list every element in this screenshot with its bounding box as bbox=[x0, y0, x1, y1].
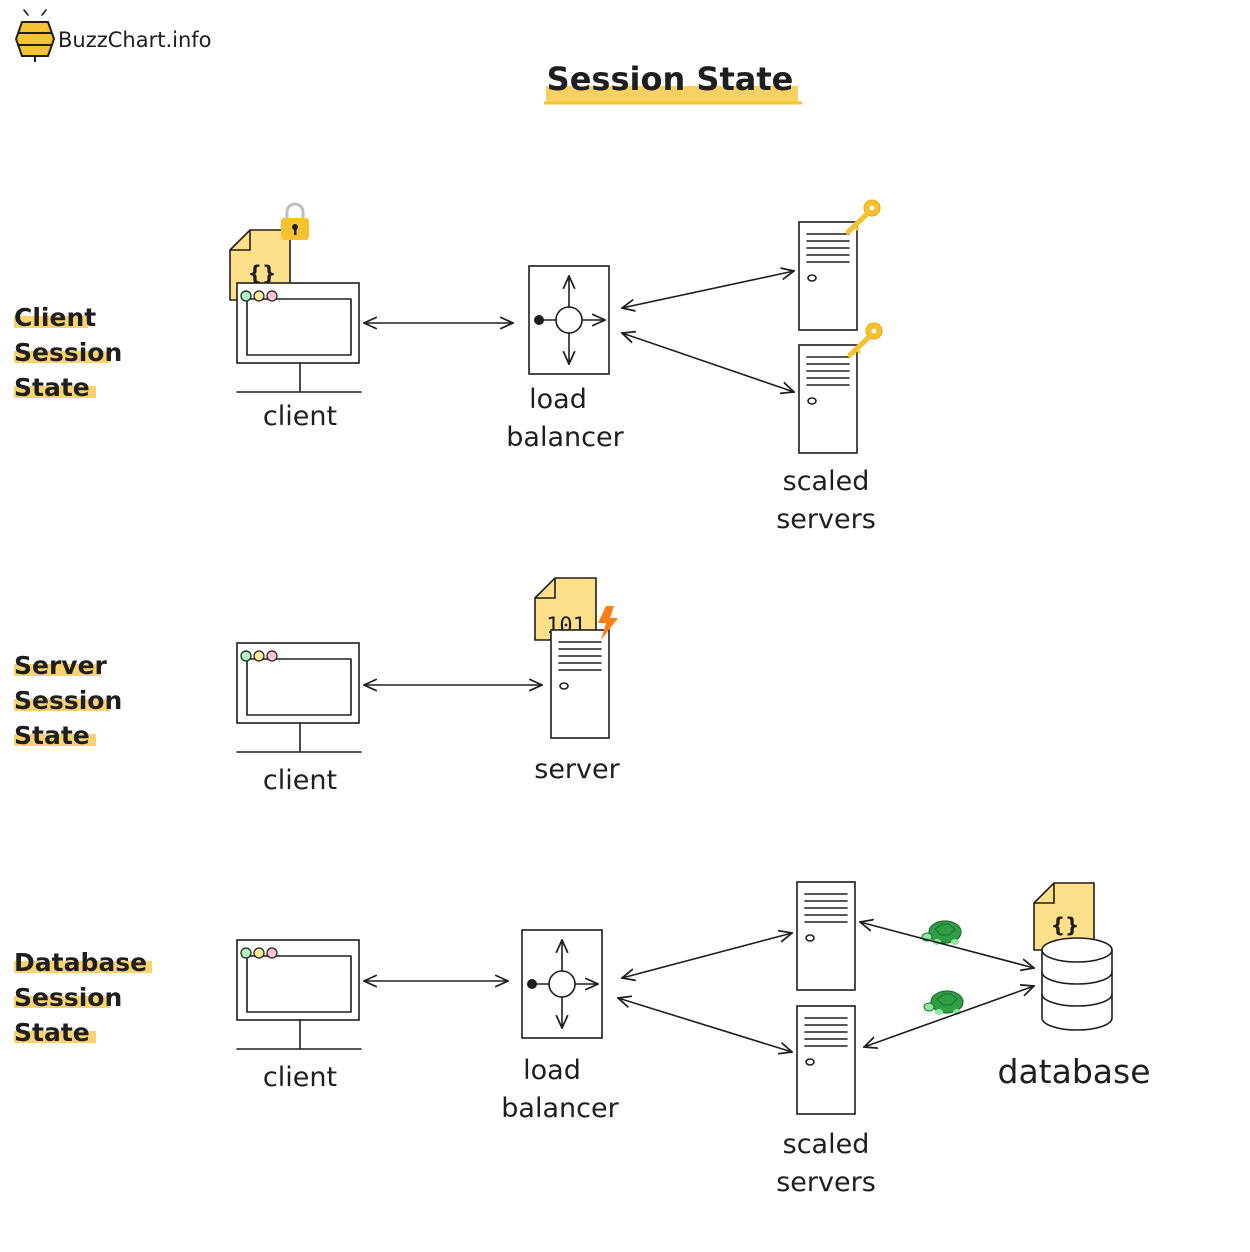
heading-line: State bbox=[14, 721, 90, 750]
lock-icon bbox=[281, 202, 309, 240]
db-file-icon: {} bbox=[1033, 882, 1095, 951]
servers-label: servers bbox=[776, 504, 876, 535]
heading-line: State bbox=[14, 1018, 90, 1047]
server-icon bbox=[798, 344, 858, 454]
key-icon bbox=[848, 200, 880, 232]
section-database-session: client load balancer scaled servers {} d… bbox=[236, 881, 1151, 1198]
section-heading-database: Database Session State bbox=[14, 948, 152, 1047]
section-client-session: {} client load balancer scaled servers bbox=[229, 200, 882, 535]
json-badge: {} bbox=[1051, 913, 1079, 937]
title-highlight bbox=[546, 86, 798, 102]
section-heading-server: Server Session State bbox=[14, 651, 122, 750]
server-icon bbox=[550, 629, 610, 739]
servers-label: scaled bbox=[783, 466, 870, 497]
heading-line: Database bbox=[14, 948, 147, 977]
section-heading-client: Client Session State bbox=[14, 303, 122, 402]
servers-label: scaled bbox=[783, 1129, 870, 1160]
turtle-icon bbox=[923, 990, 964, 1016]
json-badge: {} bbox=[248, 261, 276, 285]
lightning-icon bbox=[598, 606, 618, 640]
heading-line: Server bbox=[14, 651, 108, 680]
client-label: client bbox=[263, 401, 337, 432]
heading-line: Session bbox=[14, 983, 122, 1012]
lb-label: balancer bbox=[506, 422, 624, 453]
monitor-icon bbox=[236, 642, 362, 753]
arrow-lb-server bbox=[622, 271, 794, 308]
section-server-session: client 101 server bbox=[236, 577, 621, 796]
page-title: Session State bbox=[544, 60, 802, 105]
arrow-server-db bbox=[860, 922, 1034, 968]
monitor-icon bbox=[236, 939, 362, 1050]
arrow-lb-server bbox=[622, 333, 794, 392]
database-label: database bbox=[998, 1052, 1151, 1091]
heading-line: Session bbox=[14, 338, 122, 367]
brand-logo[interactable]: BuzzChart.info bbox=[14, 9, 212, 62]
server-icon bbox=[796, 1005, 856, 1115]
arrow-lb-server bbox=[618, 998, 792, 1052]
server-icon bbox=[798, 221, 858, 331]
lb-label: load bbox=[529, 384, 587, 415]
heading-line: Session bbox=[14, 686, 122, 715]
database-icon bbox=[1041, 937, 1113, 1031]
arrow-server-db bbox=[864, 986, 1034, 1047]
client-label: client bbox=[263, 765, 337, 796]
heading-line: Client bbox=[14, 303, 96, 332]
load-balancer-icon bbox=[529, 266, 609, 374]
client-label: client bbox=[263, 1062, 337, 1093]
turtle-icon bbox=[921, 920, 962, 946]
lb-label: balancer bbox=[501, 1093, 619, 1124]
load-balancer-icon bbox=[522, 930, 602, 1038]
servers-label: servers bbox=[776, 1167, 876, 1198]
monitor-icon bbox=[236, 282, 362, 393]
brand-name: BuzzChart.info bbox=[58, 28, 212, 52]
bee-logo-icon bbox=[14, 9, 56, 62]
arrow-lb-server bbox=[622, 933, 792, 978]
server-label: server bbox=[534, 754, 620, 785]
page-title-text: Session State bbox=[547, 60, 794, 98]
lb-label: load bbox=[523, 1055, 581, 1086]
heading-line: State bbox=[14, 373, 90, 402]
server-icon bbox=[796, 881, 856, 991]
